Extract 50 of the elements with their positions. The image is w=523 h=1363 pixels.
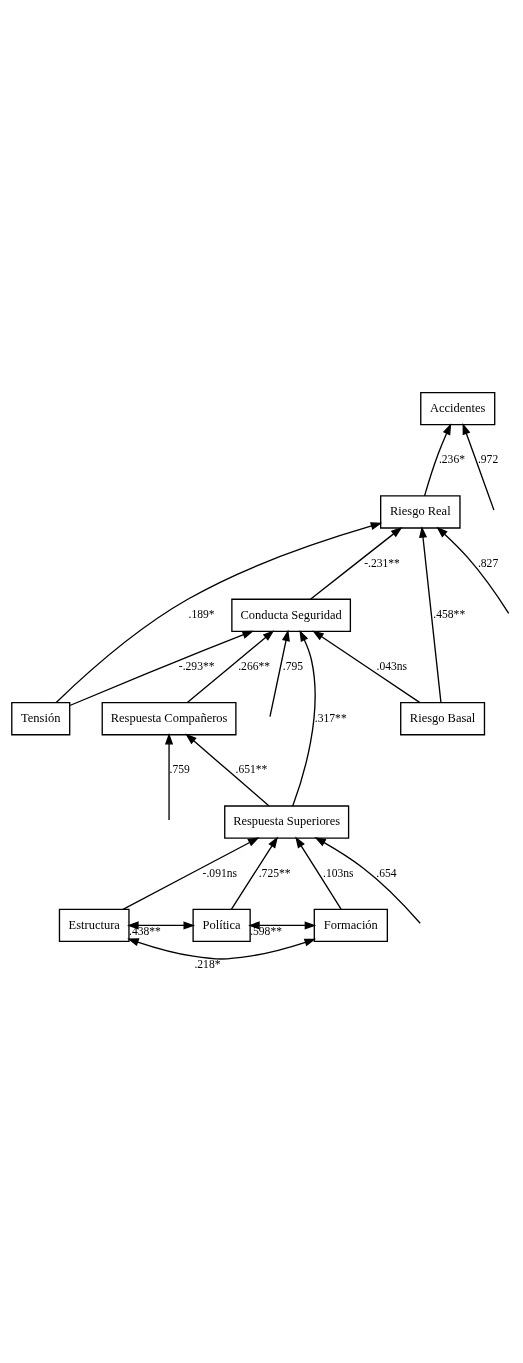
edge-label: .317**	[314, 711, 347, 725]
edge-label: .827	[477, 556, 499, 570]
node-box: Accidentes	[420, 391, 496, 425]
node-box: Riesgo Basal	[400, 701, 486, 735]
edge-label: -.293**	[178, 659, 215, 673]
edge-label: -.231**	[364, 556, 400, 570]
arrow	[462, 422, 495, 511]
node-box: Respuesta Compañeros	[101, 701, 237, 735]
arrow	[127, 920, 196, 929]
edge-label: .598**	[250, 924, 282, 938]
edge-label: .218*	[194, 957, 221, 971]
node-box: Riesgo Real	[380, 494, 461, 529]
arrow	[312, 629, 421, 703]
edge-label: .266**	[238, 659, 271, 673]
edge-label: -.091ns	[202, 866, 238, 880]
node-box: Tensión	[11, 701, 71, 735]
node-box: Política	[192, 908, 251, 942]
arrow	[436, 526, 510, 614]
arrow	[122, 836, 260, 910]
edge-label: .759	[169, 762, 190, 776]
edge-label: .458**	[433, 607, 466, 621]
node-box: Conducta Seguridad	[231, 598, 352, 632]
edge-label: .654	[376, 866, 397, 880]
arrow	[292, 629, 316, 807]
edge-label: .438**	[129, 924, 161, 938]
arrow	[309, 526, 403, 600]
node-box: Respuesta Superiores	[224, 804, 350, 839]
arrow	[419, 525, 442, 703]
arrow	[185, 733, 270, 807]
node-box: Estructura	[58, 908, 130, 942]
arrow	[55, 521, 383, 703]
arrow	[165, 732, 174, 821]
arrow	[423, 422, 452, 497]
arrow	[269, 629, 290, 717]
edge-label: .236*	[438, 452, 465, 466]
edge-label: .043ns	[376, 659, 408, 673]
arrow	[186, 629, 275, 703]
arrow	[314, 836, 421, 924]
arrow	[230, 835, 278, 910]
edge-label: .189*	[188, 607, 215, 621]
edge-label: .725**	[258, 866, 291, 880]
arrow	[127, 937, 317, 960]
arrow	[248, 920, 317, 929]
arrow	[69, 630, 254, 706]
arrow	[295, 835, 342, 910]
edge-label: .795	[282, 659, 304, 673]
edge-label: .103ns	[323, 866, 354, 880]
edge-label: .972	[477, 452, 499, 466]
edge-label: .651**	[235, 762, 268, 776]
node-box: Formación	[313, 908, 389, 942]
